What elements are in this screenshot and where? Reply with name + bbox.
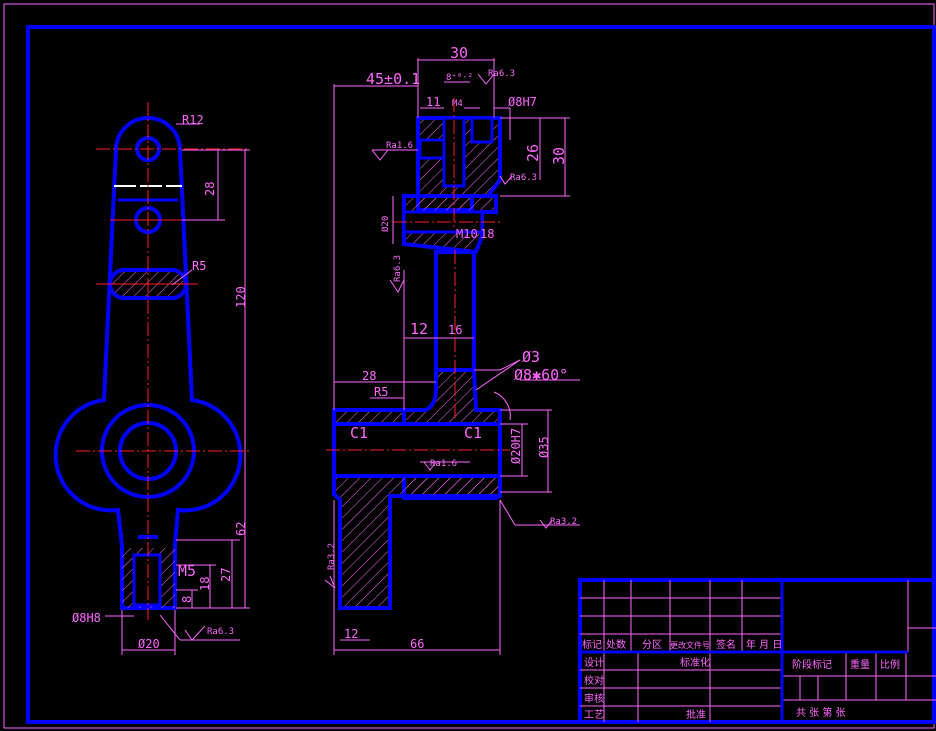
tb-sign: 签名 bbox=[716, 638, 736, 651]
dim-30-right: 30 bbox=[550, 147, 568, 165]
ra63-label: Ra6.3 bbox=[207, 627, 234, 637]
dim-27: 27 bbox=[219, 568, 233, 582]
d3-label: Ø3 bbox=[522, 348, 540, 366]
tb-date: 年 月 日 bbox=[746, 638, 782, 651]
ra32-left: Ra3.2 bbox=[327, 543, 337, 570]
dim-18: 18 bbox=[198, 577, 212, 591]
ra63-top: Ra6.3 bbox=[488, 69, 515, 79]
tb-design: 设计 bbox=[584, 656, 604, 669]
m4-hole bbox=[470, 116, 494, 144]
d35-label: Ø35 bbox=[537, 436, 551, 458]
d8h7-label: Ø8H7 bbox=[508, 95, 537, 109]
tb-process: 工艺 bbox=[584, 709, 604, 721]
ra32-right: Ra3.2 bbox=[550, 517, 577, 527]
tb-review: 审核 bbox=[584, 692, 604, 705]
d20h7-label: Ø20H7 bbox=[509, 428, 523, 464]
r5-sec: R5 bbox=[374, 385, 388, 399]
ra63-mid: Ra6.3 bbox=[510, 173, 537, 183]
sheet-outer-border bbox=[3, 3, 935, 729]
tb-weight: 重量 bbox=[850, 658, 870, 671]
m5-label: M5 bbox=[178, 562, 196, 580]
tb-standard: 标准化 bbox=[680, 656, 710, 669]
tb-zone: 分区 bbox=[642, 639, 662, 651]
dim-66: 66 bbox=[410, 637, 424, 651]
c1-left: C1 bbox=[350, 424, 368, 442]
front-view: R12 R5 28 120 62 27 18 8 M5 Ø8H8 Ø20 Ra6… bbox=[53, 102, 250, 655]
dim-16: 16 bbox=[448, 323, 462, 337]
dim-28-sec: 28 bbox=[362, 369, 376, 383]
tb-sheets: 共 张 第 张 bbox=[796, 706, 846, 719]
tb-change-doc: 更改文件号 bbox=[670, 640, 710, 650]
dim-11: 11 bbox=[426, 95, 440, 109]
fork-slot-left bbox=[418, 138, 446, 160]
m4-label: M4 bbox=[452, 99, 463, 109]
hub-left bbox=[332, 408, 406, 426]
d20-label: Ø20 bbox=[138, 637, 160, 651]
lower-arm bbox=[332, 474, 502, 610]
ra16-bore: Ra1.6 bbox=[430, 459, 457, 469]
d8x60-label: Ø8✱60° bbox=[514, 366, 568, 384]
dim-12-mid: 12 bbox=[410, 320, 428, 338]
tb-mark: 标记 bbox=[582, 639, 602, 651]
r5-label: R5 bbox=[192, 259, 206, 273]
dim-12-bottom: 12 bbox=[344, 627, 358, 641]
dim-45: 45±0.1 bbox=[366, 70, 420, 88]
sheet-inner-border bbox=[26, 25, 936, 724]
tb-stage-mark: 阶段标记 bbox=[792, 658, 832, 671]
dim-30-top: 30 bbox=[450, 44, 468, 62]
ra63-left: Ra6.3 bbox=[393, 255, 403, 282]
r12-label: R12 bbox=[182, 113, 204, 127]
dim-18-head: 18 bbox=[480, 227, 494, 241]
tb-check: 校对 bbox=[584, 674, 604, 687]
lever-outline bbox=[53, 116, 243, 610]
tb-scale: 比例 bbox=[880, 658, 900, 671]
c1-right: C1 bbox=[464, 424, 482, 442]
tb-count: 处数 bbox=[606, 638, 626, 651]
dim-120: 120 bbox=[234, 286, 248, 308]
tolerance-8: 8⁺⁰·² bbox=[446, 73, 473, 83]
m5-slot bbox=[132, 553, 162, 607]
dim-62: 62 bbox=[234, 522, 248, 536]
dim-28: 28 bbox=[203, 182, 217, 196]
section-view: 30 45±0.1 8⁺⁰·² Ra6.3 11 M4 Ø8H7 Ra1.6 2… bbox=[324, 44, 580, 655]
d8h8-label: Ø8H8 bbox=[72, 611, 101, 625]
dim-8: 8 bbox=[180, 596, 194, 603]
title-block: 标记 处数 分区 更改文件号 签名 年 月 日 设计 标准化 校对 审核 工艺 … bbox=[578, 578, 936, 724]
d20-hole: Ø20 bbox=[380, 216, 391, 232]
tb-approve: 批准 bbox=[686, 708, 706, 721]
dim-26: 26 bbox=[524, 144, 542, 162]
m10-label: M10 bbox=[456, 227, 478, 241]
ra16-top: Ra1.6 bbox=[386, 141, 413, 151]
